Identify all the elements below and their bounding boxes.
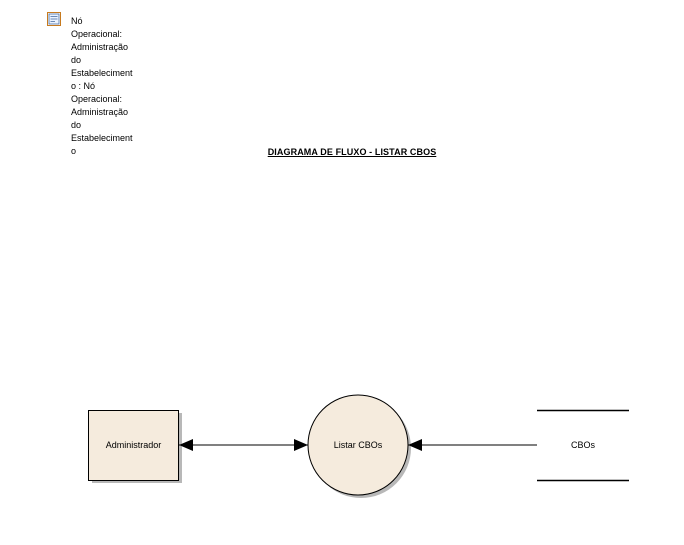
datastore-label: CBOs [571, 440, 596, 450]
note-text: Nó Operacional: Administração do Estabel… [71, 16, 133, 156]
diagram-title: DIAGRAMA DE FLUXO - LISTAR CBOS [267, 147, 437, 157]
note-icon [47, 12, 61, 26]
process-listar-cbos[interactable]: Listar CBOs [307, 394, 411, 498]
actor-label: Administrador [106, 440, 162, 450]
process-label: Listar CBOs [334, 440, 383, 450]
actor-administrador[interactable]: Administrador [88, 410, 183, 484]
datastore-cbos[interactable]: CBOs [537, 409, 629, 482]
